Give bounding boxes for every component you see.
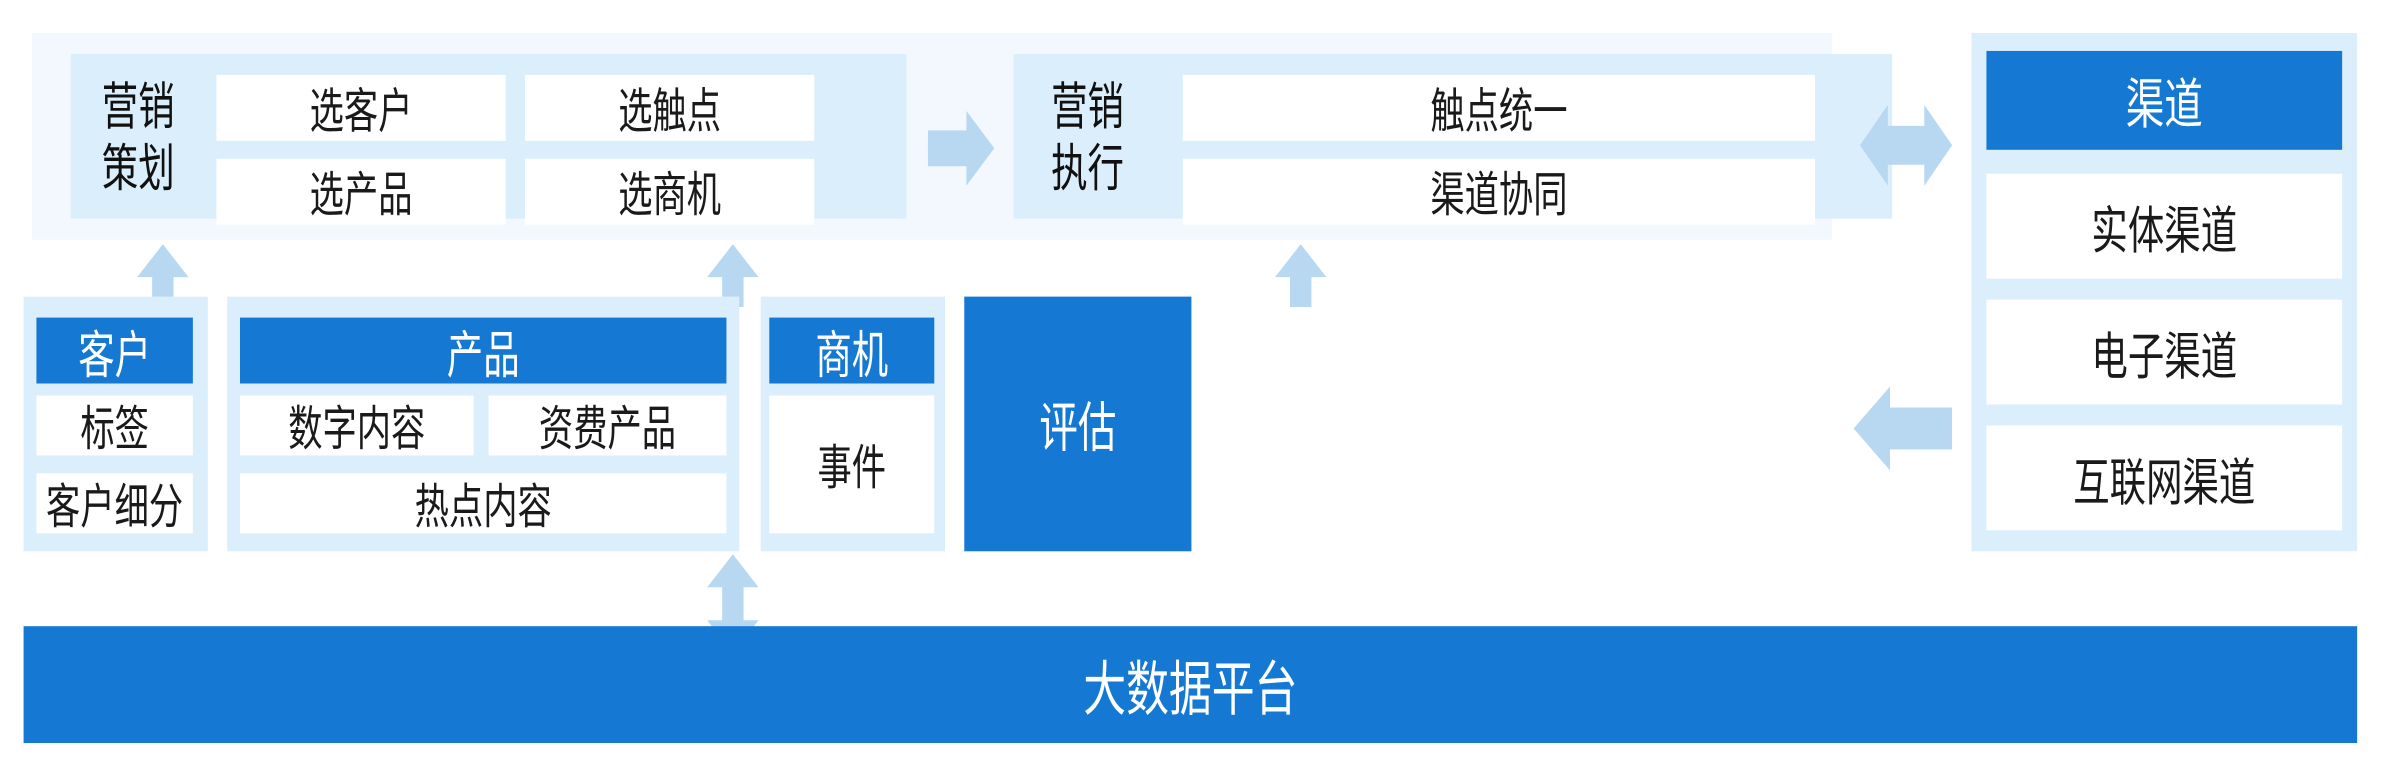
- opportunity-item-event[interactable]: 事件: [769, 395, 935, 534]
- execution-label-line1: 营销: [1051, 78, 1124, 136]
- planning-label-line1: 营销: [101, 78, 175, 136]
- customer-item-segmentation[interactable]: 客户细分: [36, 473, 193, 534]
- customer-header[interactable]: 客户: [36, 317, 193, 384]
- arrow-left-icon: [1853, 386, 1953, 478]
- planning-label-line2: 策划: [101, 140, 175, 198]
- arrow-up-icon-opportunity: [1275, 244, 1327, 314]
- evaluation-box[interactable]: 评估: [964, 296, 1192, 552]
- arrow-right-icon: [927, 110, 995, 186]
- channel-item-electronic[interactable]: 电子渠道: [1986, 299, 2343, 405]
- big-data-platform-bar[interactable]: 大数据平台: [23, 626, 2358, 744]
- opportunity-header[interactable]: 商机: [769, 317, 935, 384]
- product-item-digital-content[interactable]: 数字内容: [240, 395, 474, 456]
- execution-card-touchpoint-unified[interactable]: 触点统一: [1182, 74, 1815, 141]
- arrow-up-icon-product: [707, 244, 759, 314]
- planning-card-select-touchpoint[interactable]: 选触点: [525, 74, 815, 141]
- execution-card-channel-synergy[interactable]: 渠道协同: [1182, 158, 1815, 225]
- marketing-planning-label: 营销 策划: [79, 79, 197, 198]
- product-header[interactable]: 产品: [240, 317, 727, 384]
- channel-item-physical[interactable]: 实体渠道: [1986, 173, 2343, 279]
- customer-item-tag[interactable]: 标签: [36, 395, 193, 456]
- planning-card-select-customer[interactable]: 选客户: [216, 74, 506, 141]
- product-item-tariff-product[interactable]: 资费产品: [488, 395, 727, 456]
- arrow-left-right-icon: [1860, 102, 1953, 196]
- marketing-execution-label: 营销 执行: [1029, 79, 1147, 198]
- planning-card-select-opportunity[interactable]: 选商机: [525, 158, 815, 225]
- arrow-up-icon-customer: [137, 244, 189, 314]
- top-band-container: 营销 策划 选客户 选触点 选产品 选商机 营销 执行 触点统一 渠道协同: [32, 32, 1893, 240]
- execution-label-line2: 执行: [1051, 140, 1124, 198]
- channel-item-internet[interactable]: 互联网渠道: [1986, 425, 2343, 531]
- channel-header[interactable]: 渠道: [1986, 50, 2343, 150]
- product-item-hot-content[interactable]: 热点内容: [240, 473, 727, 534]
- planning-card-select-product[interactable]: 选产品: [216, 158, 506, 225]
